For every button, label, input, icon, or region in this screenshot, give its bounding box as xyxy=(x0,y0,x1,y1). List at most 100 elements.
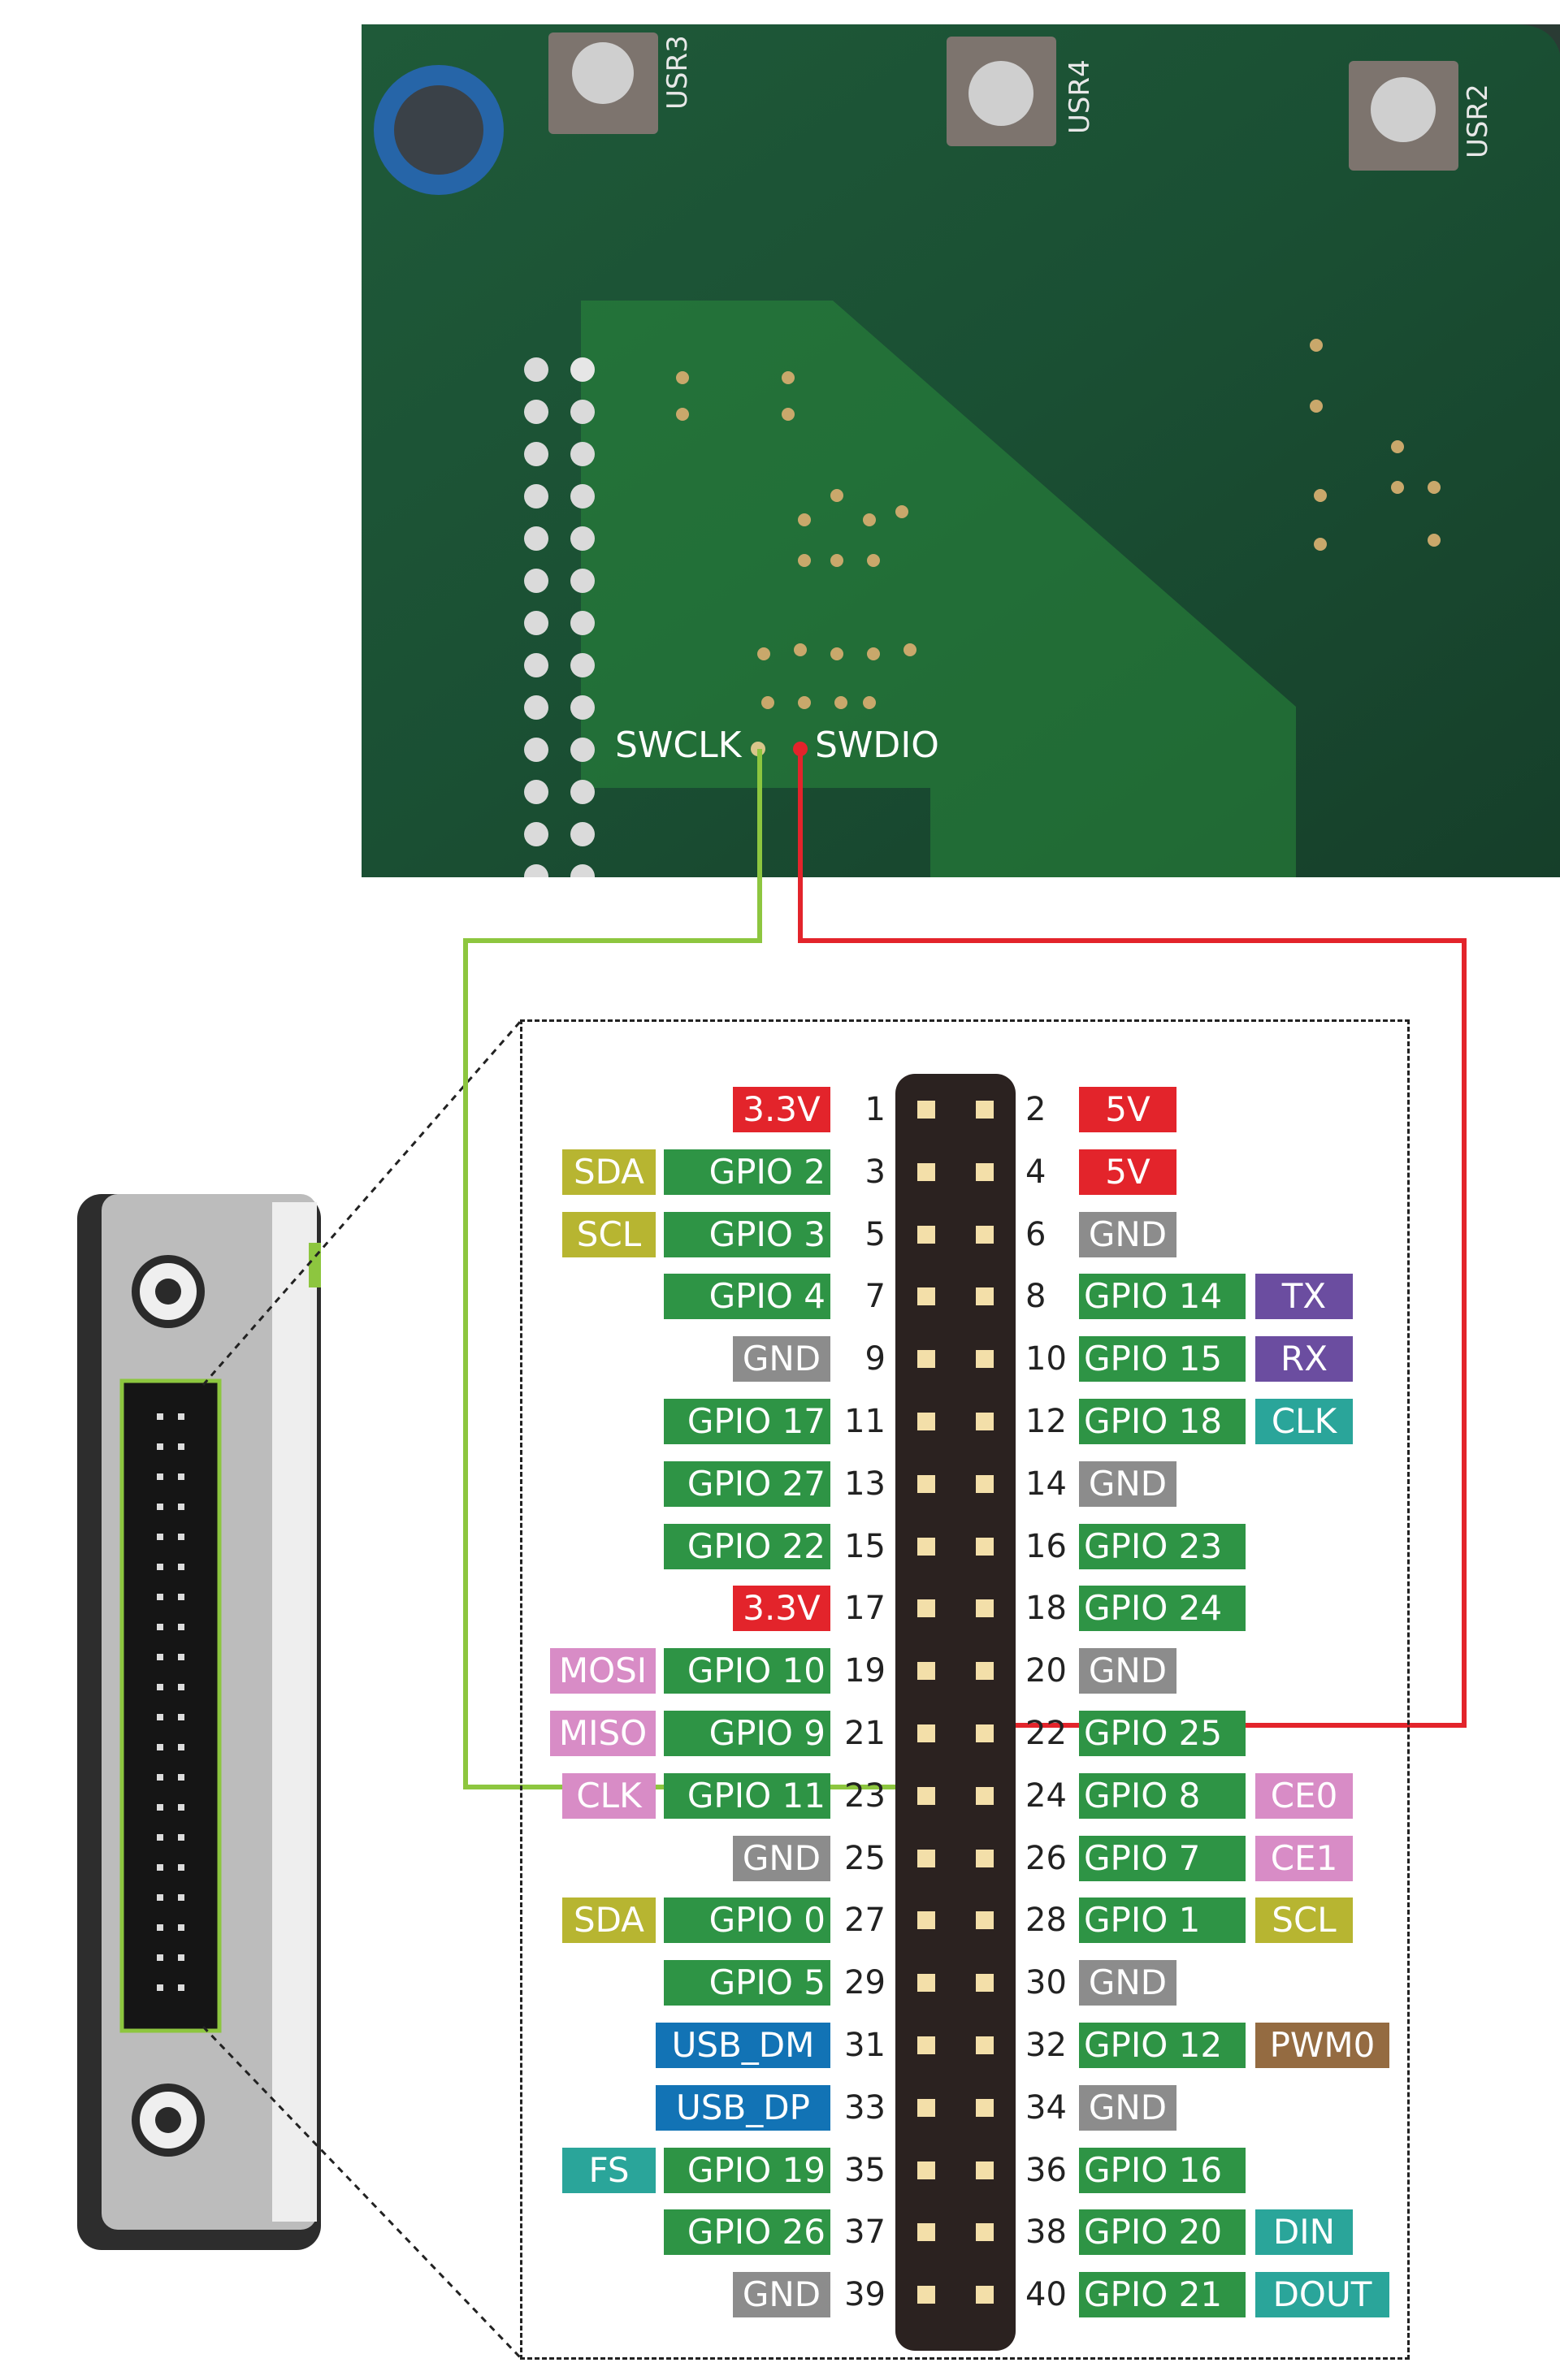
pin-number: 3 xyxy=(864,1153,886,1191)
connector-pin xyxy=(178,1924,184,1931)
header-pad xyxy=(917,1911,935,1930)
pin-label: 3.3V xyxy=(733,1586,830,1632)
pin-number: 38 xyxy=(1025,2213,1067,2252)
connector-pin xyxy=(157,1774,163,1781)
pin-label: GND xyxy=(733,1835,830,1881)
pin-number: 30 xyxy=(1025,1964,1067,2002)
pcb-hole xyxy=(570,780,595,804)
gpio-connector xyxy=(119,1378,222,2033)
pin-label: GPIO 8 xyxy=(1079,1772,1246,1819)
swclk-label: SWCLK xyxy=(615,725,742,766)
pin-alt-label: SDA xyxy=(562,1149,656,1195)
pcb-pad xyxy=(782,371,795,384)
pin-alt-label: MOSI xyxy=(550,1648,656,1694)
connector-pin xyxy=(178,1654,184,1660)
pin-number: 15 xyxy=(844,1527,886,1565)
pcb-hole xyxy=(524,526,548,551)
pcb-hole xyxy=(570,822,595,846)
pin-number: 33 xyxy=(844,2088,886,2127)
pin-number: 39 xyxy=(844,2276,886,2314)
pcb-hole xyxy=(524,611,548,635)
pin-label: GND xyxy=(733,1336,830,1383)
header-pad xyxy=(976,1413,994,1430)
header-pad xyxy=(917,1849,935,1867)
pin-number: 2 xyxy=(1025,1091,1046,1128)
connector-pin xyxy=(157,1684,163,1690)
header-pad xyxy=(917,1599,935,1618)
gpio-header xyxy=(895,1074,1016,2351)
pin-label: GND xyxy=(1079,1460,1176,1507)
header-pad xyxy=(976,1537,994,1556)
pcb-hole xyxy=(524,357,548,382)
pin-number: 25 xyxy=(844,1839,886,1877)
pcb-hole xyxy=(524,780,548,804)
pin-label: GPIO 17 xyxy=(664,1399,830,1444)
connector-pin xyxy=(178,1564,184,1570)
pin-label: GND xyxy=(1079,1960,1176,2006)
copper-pour-area xyxy=(581,301,1296,877)
connector-pin xyxy=(157,1624,163,1630)
pin-label: GPIO 21 xyxy=(1079,2272,1246,2318)
pin-number: 28 xyxy=(1025,1902,1067,1940)
pin-label: 3.3V xyxy=(733,1087,830,1132)
pcb-pad xyxy=(830,489,843,502)
pin-label: GPIO 12 xyxy=(1079,2023,1246,2068)
connector-pin xyxy=(157,1534,163,1540)
header-pad xyxy=(976,1911,994,1930)
connector-pin xyxy=(157,1804,163,1811)
pin-number: 24 xyxy=(1025,1776,1067,1815)
pin-alt-label: CLK xyxy=(1255,1399,1353,1444)
pin-label: GPIO 11 xyxy=(664,1772,830,1819)
zoom-line-top xyxy=(202,1021,522,1386)
pin-label: GPIO 3 xyxy=(664,1211,830,1257)
pcb-pad xyxy=(863,513,876,526)
connector-pin xyxy=(157,1443,163,1450)
header-pad xyxy=(917,1474,935,1493)
pinout-diagram-frame xyxy=(520,1019,1410,2360)
pin-number: 26 xyxy=(1025,1839,1067,1877)
usr4-silkscreen: USR4 xyxy=(1064,59,1096,134)
pin-alt-label: MISO xyxy=(550,1711,656,1756)
connector-pin xyxy=(157,1504,163,1510)
pin-number: 7 xyxy=(864,1278,886,1316)
pin-label: GPIO 18 xyxy=(1079,1399,1246,1444)
pin-label: GPIO 26 xyxy=(664,2209,830,2256)
connector-pin xyxy=(178,1684,184,1690)
connector-pin xyxy=(157,1834,163,1841)
swdio-label: SWDIO xyxy=(815,725,939,766)
header-pad xyxy=(976,1474,994,1493)
pin-number: 8 xyxy=(1025,1278,1046,1316)
swdio-wire xyxy=(798,749,1467,1728)
pin-number: 13 xyxy=(844,1465,886,1503)
pcb-pad xyxy=(1310,400,1323,413)
pin-number: 17 xyxy=(844,1590,886,1628)
header-pad xyxy=(917,1225,935,1244)
pin-label: GPIO 23 xyxy=(1079,1523,1246,1569)
connector-pin xyxy=(178,1624,184,1630)
pin-label: GPIO 27 xyxy=(664,1460,830,1507)
header-pad xyxy=(917,2098,935,2117)
pin-label: GPIO 7 xyxy=(1079,1835,1246,1881)
header-pad xyxy=(976,1662,994,1681)
pin-label: GPIO 5 xyxy=(664,1960,830,2006)
pin-label: GPIO 0 xyxy=(664,1898,830,1944)
pin-label: USB_DP xyxy=(656,2084,830,2131)
pin-alt-label: TX xyxy=(1255,1274,1353,1320)
pin-alt-label: FS xyxy=(562,2147,656,2193)
pcb-hole xyxy=(524,484,548,508)
pin-number: 40 xyxy=(1025,2276,1067,2314)
usr2-button xyxy=(1349,61,1458,171)
pcb-board-photo: USR3 USR4 USR2 xyxy=(362,24,1560,877)
header-pad xyxy=(917,1287,935,1306)
pin-number: 34 xyxy=(1025,2088,1067,2127)
header-pad xyxy=(917,1162,935,1181)
pin-number: 9 xyxy=(864,1340,886,1378)
pin-label: GPIO 20 xyxy=(1079,2209,1246,2256)
pcb-test-pads xyxy=(676,339,1441,709)
connector-pin xyxy=(157,1564,163,1570)
pin-number: 14 xyxy=(1025,1465,1067,1503)
mounting-hole-center xyxy=(394,85,483,175)
pin-label: GPIO 25 xyxy=(1079,1711,1246,1756)
pin-number: 12 xyxy=(1025,1403,1067,1440)
pin-alt-label: PWM0 xyxy=(1255,2023,1389,2068)
